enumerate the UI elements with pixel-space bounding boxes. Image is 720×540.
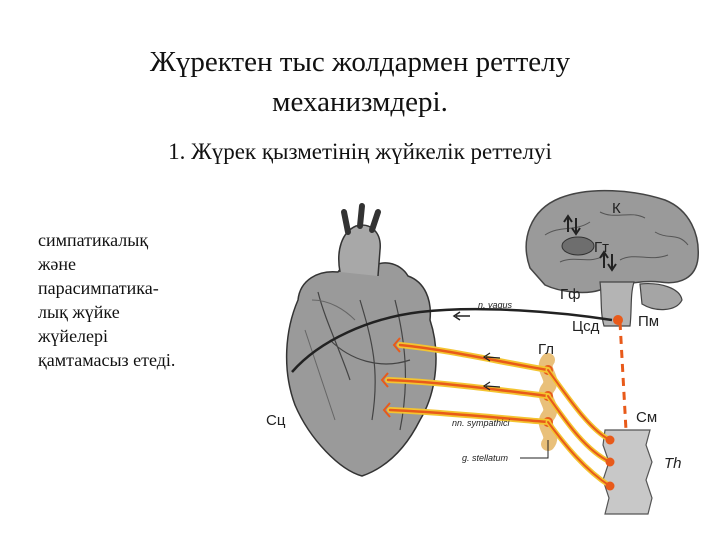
aortic-branches [341, 203, 381, 235]
nerve-ending-icon [382, 402, 391, 418]
label-thoracic: Th [664, 455, 682, 472]
label-cortex: К [612, 200, 621, 217]
heart-illustration [285, 203, 437, 477]
body-line: жүйелері [38, 326, 109, 346]
arrow-up-icon [563, 214, 573, 232]
label-heart-center: Сц [266, 412, 286, 429]
body-text: симпатикалық және парасимпатика- лық жүй… [38, 228, 268, 372]
sympathetic-nerve [386, 378, 550, 398]
nerve-ending-icon [380, 372, 389, 388]
body-line: симпатикалық [38, 230, 149, 250]
hypothalamus-shape [561, 236, 595, 256]
brain-cortex [525, 189, 699, 294]
title-line-2: механизмдері. [272, 86, 448, 118]
arrow-down-icon [607, 254, 617, 272]
label-medulla: Пм [638, 313, 659, 330]
aorta [338, 224, 381, 277]
preganglionic-fiber [547, 395, 611, 463]
arrow-down-icon [571, 218, 581, 236]
cerebellum [639, 283, 683, 311]
heart-innervation-diagram: К Гт Гф Пм Цсд Гл См Th Сц n. vagus nn. … [266, 189, 699, 515]
stellatum-pointer [520, 440, 549, 459]
preganglionic-fiber [547, 421, 611, 487]
body-line: және [38, 254, 77, 274]
slide-subtitle: 1. Жүрек қызметінің жүйкелік реттелуі [168, 139, 552, 164]
sympathetic-arrow-icon [482, 381, 501, 391]
spinal-neuron-dot [605, 457, 615, 467]
vagus-arrow-icon [452, 311, 470, 321]
title-line-1: Жүректен тыс жолдармен реттелу [149, 46, 571, 78]
body-line: парасимпатика- [38, 278, 159, 298]
descending-pathway [618, 321, 628, 431]
arrow-up-icon [599, 250, 609, 268]
label-n-vagus: n. vagus [478, 300, 513, 310]
brain-illustration [525, 189, 699, 327]
preganglionic-fiber [547, 369, 611, 441]
preganglionic-fiber [545, 393, 613, 465]
body-line: қамтамасыз етеді. [38, 350, 176, 370]
sympathetic-arrow-icon [482, 352, 501, 362]
body-line: лық жүйке [38, 302, 120, 322]
brainstem [599, 281, 635, 327]
heart-shading [304, 299, 356, 421]
label-hypophysis: Гф [560, 286, 580, 303]
medulla-center-dot [613, 315, 623, 325]
slide-title: Жүректен тыс жолдармен реттелу механизмд… [40, 42, 680, 122]
label-g-stellatum: g. stellatum [462, 453, 509, 463]
spinal-neuron-dot [605, 435, 615, 445]
sympathetic-nerve [398, 343, 550, 372]
sympathetic-nerves [385, 342, 613, 489]
heart-body [285, 262, 437, 477]
label-hypothalamus: Гт [594, 239, 609, 256]
label-spinal-cord: См [636, 409, 657, 426]
label-ganglion: Гл [538, 341, 554, 358]
spinal-neuron-dot [605, 481, 615, 491]
vagus-nerve [291, 307, 613, 373]
sympathetic-nerve [388, 408, 550, 424]
label-nn-sympathici: nn. sympathici [452, 418, 511, 428]
heart-vessels [317, 291, 411, 431]
nerve-ending-icon [392, 337, 401, 353]
label-cardio-center: Цсд [572, 318, 600, 335]
